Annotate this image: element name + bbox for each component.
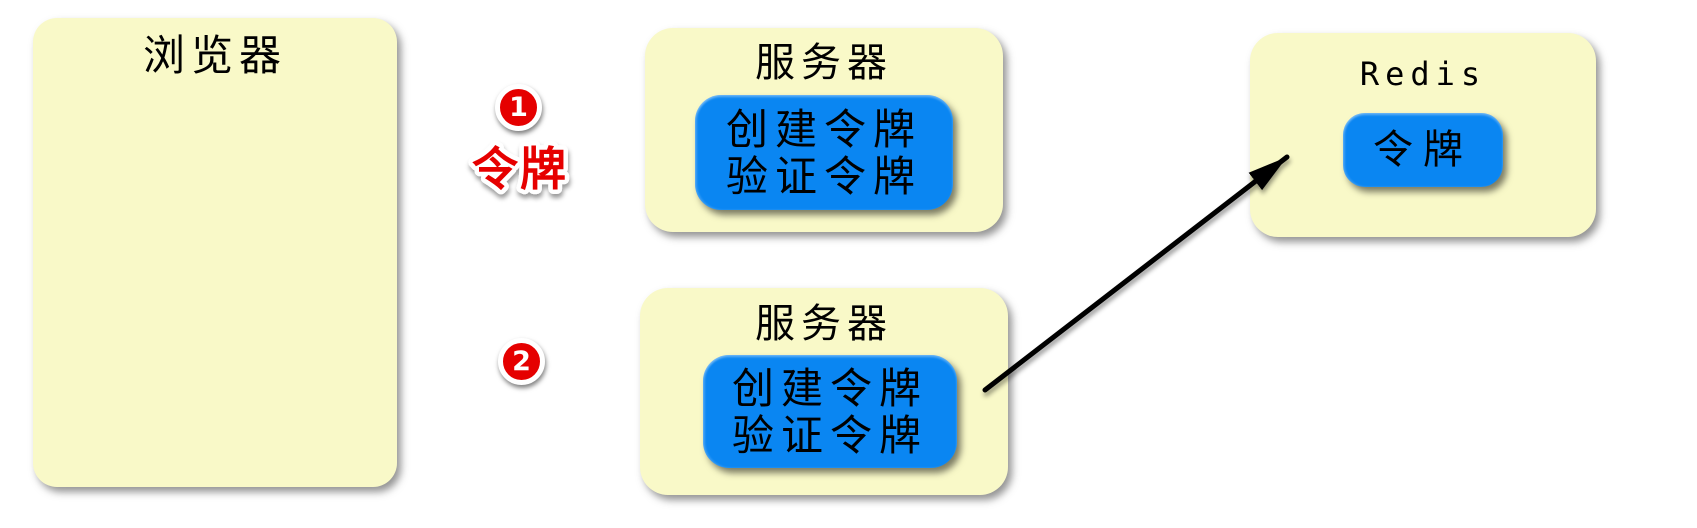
browser-node: 浏览器: [33, 18, 397, 487]
create-token-label: 创建令牌: [731, 363, 928, 413]
redis-token-store-box: 令牌: [1343, 113, 1503, 187]
server-bottom-node: 服务器 创建令牌 验证令牌: [640, 288, 1008, 495]
server-top-node-title: 服务器: [755, 40, 893, 86]
token-store-label: 令牌: [1373, 126, 1473, 173]
create-token-label: 创建令牌: [725, 104, 922, 154]
redis-node-title: Redis: [1359, 55, 1487, 93]
server-top-token-actions-box: 创建令牌 验证令牌: [695, 95, 953, 210]
redis-node: Redis 令牌: [1250, 33, 1596, 237]
server-bottom-node-title: 服务器: [755, 301, 893, 347]
arrow-server-bottom-to-redis: [982, 154, 1290, 393]
browser-node-title: 浏览器: [142, 31, 287, 80]
token-return-label: 令牌: [472, 142, 568, 196]
server-top-node: 服务器 创建令牌 验证令牌: [645, 28, 1003, 232]
verify-token-label: 验证令牌: [725, 151, 922, 201]
step-1-badge: 1: [495, 84, 542, 131]
verify-token-label: 验证令牌: [731, 410, 928, 460]
server-bottom-token-actions-box: 创建令牌 验证令牌: [703, 355, 957, 468]
step-2-badge: 2: [498, 338, 545, 385]
